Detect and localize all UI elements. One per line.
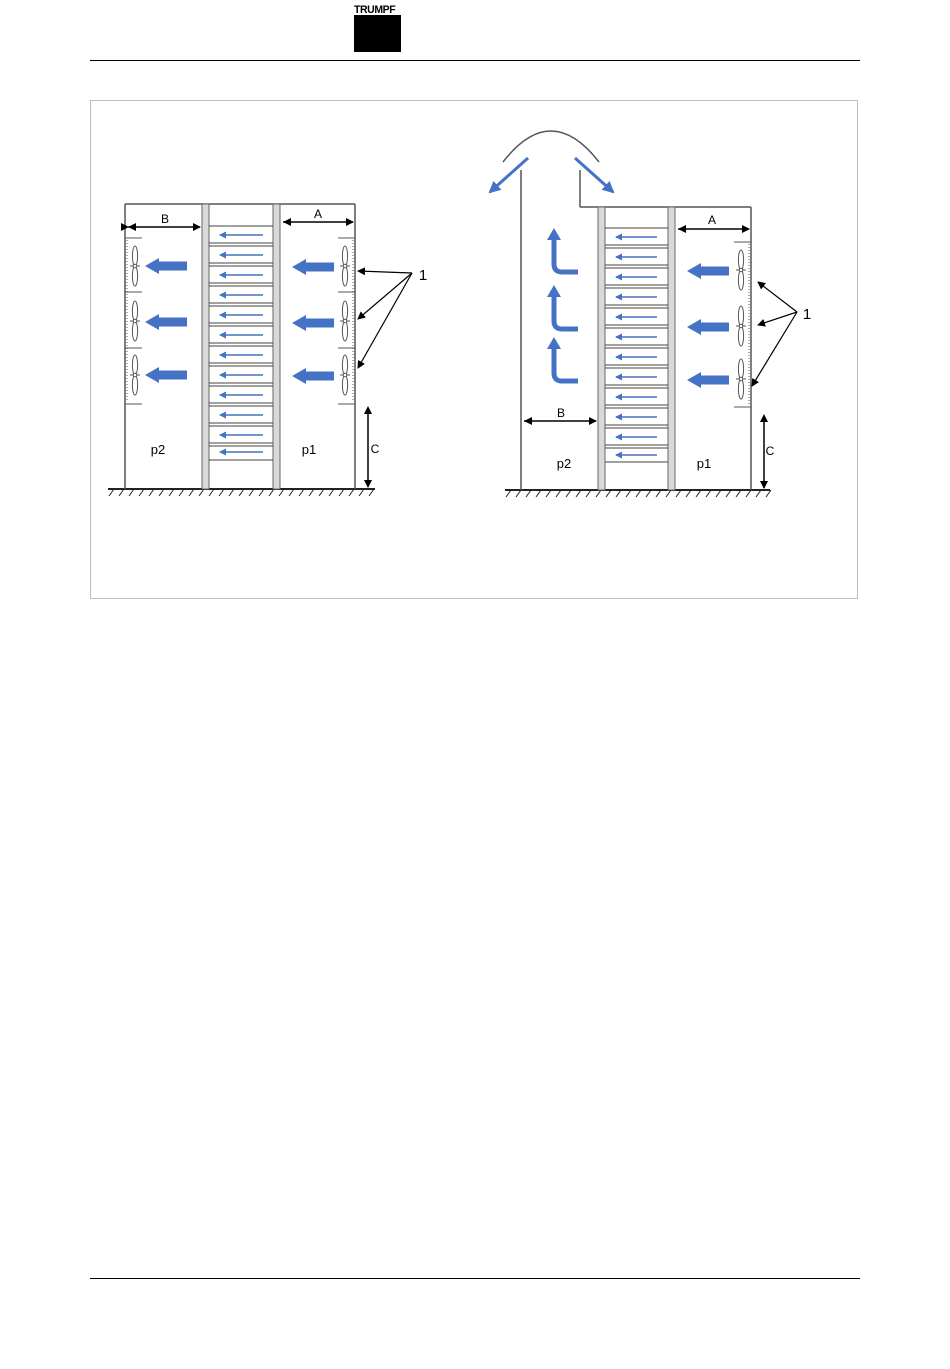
callout-number: 1 xyxy=(803,306,811,323)
rack-wall-right xyxy=(273,204,280,489)
label-p1: p1 xyxy=(302,442,316,457)
airflow-arrow-icon xyxy=(145,367,187,383)
label-p1: p1 xyxy=(697,456,711,471)
rising-air-arrow-icon xyxy=(547,337,578,381)
fan-icon xyxy=(736,250,746,290)
ground-hatch-right xyxy=(506,490,771,497)
rack-shelves-right xyxy=(605,228,668,462)
fan-icon xyxy=(130,246,140,286)
rack-wall-left xyxy=(202,204,209,489)
callout-leader xyxy=(358,273,412,319)
label-a: A xyxy=(708,213,716,227)
label-a: A xyxy=(314,207,322,221)
airflow-arrow-icon xyxy=(687,372,729,388)
fan-icon xyxy=(130,355,140,395)
callout-leader xyxy=(752,312,797,386)
label-p2: p2 xyxy=(557,456,571,471)
airflow-arrow-icon xyxy=(687,319,729,335)
airflow-arrow-icon xyxy=(145,314,187,330)
callout-leader xyxy=(358,271,412,273)
rack-shelves-left xyxy=(209,226,273,460)
airflow-arrow-icon xyxy=(292,368,334,384)
airflow-diagram: B A C p2 p1 1 xyxy=(0,0,950,620)
label-p2: p2 xyxy=(151,442,165,457)
label-b: B xyxy=(557,406,565,420)
fan-icon xyxy=(340,355,350,395)
chimney-hood xyxy=(503,131,599,162)
right-diagram: B A C p2 p1 1 xyxy=(490,131,811,497)
ground-hatch-left xyxy=(109,489,374,496)
left-diagram: B A C p2 p1 1 xyxy=(108,204,427,496)
label-c: C xyxy=(766,444,775,458)
airflow-arrow-icon xyxy=(687,263,729,279)
label-b: B xyxy=(161,212,169,226)
rack-airflow-arrows-right xyxy=(616,237,657,455)
airflow-arrow-icon xyxy=(145,258,187,274)
rising-air-arrow-icon xyxy=(547,285,578,329)
airflow-arrow-icon xyxy=(292,259,334,275)
fan-icon xyxy=(340,301,350,341)
rack-wall-right-b xyxy=(668,207,675,490)
callout-leader xyxy=(358,273,412,368)
callout-leader xyxy=(758,282,797,312)
rising-air-arrow-icon xyxy=(547,228,578,272)
callout-number: 1 xyxy=(419,267,427,284)
fan-icon xyxy=(130,301,140,341)
footer-rule xyxy=(90,1278,860,1279)
label-c: C xyxy=(371,442,380,456)
fan-icon xyxy=(736,306,746,346)
exhaust-arrow-icon xyxy=(490,158,528,192)
fan-icon xyxy=(340,246,350,286)
fan-icon xyxy=(736,359,746,399)
callout-leader xyxy=(758,312,797,325)
rack-wall-left-b xyxy=(598,207,605,490)
airflow-arrow-icon xyxy=(292,315,334,331)
